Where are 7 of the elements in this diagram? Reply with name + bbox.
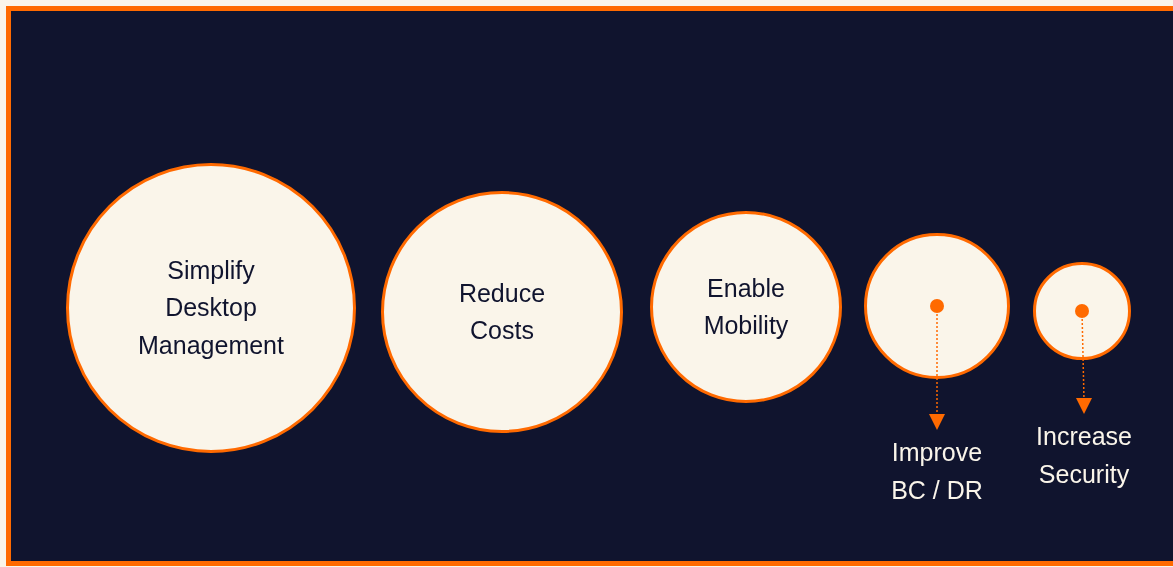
goal-label: Increase Security	[1019, 418, 1149, 493]
circle-label: Simplify Desktop Management	[137, 254, 285, 361]
dotted-arrow	[929, 299, 945, 430]
circle-label: Enable Mobility	[702, 272, 790, 341]
dotted-arrow	[1075, 304, 1092, 414]
goal-label: Improve BC / DR	[872, 434, 1002, 509]
circle-label: Reduce Costs	[457, 277, 547, 346]
